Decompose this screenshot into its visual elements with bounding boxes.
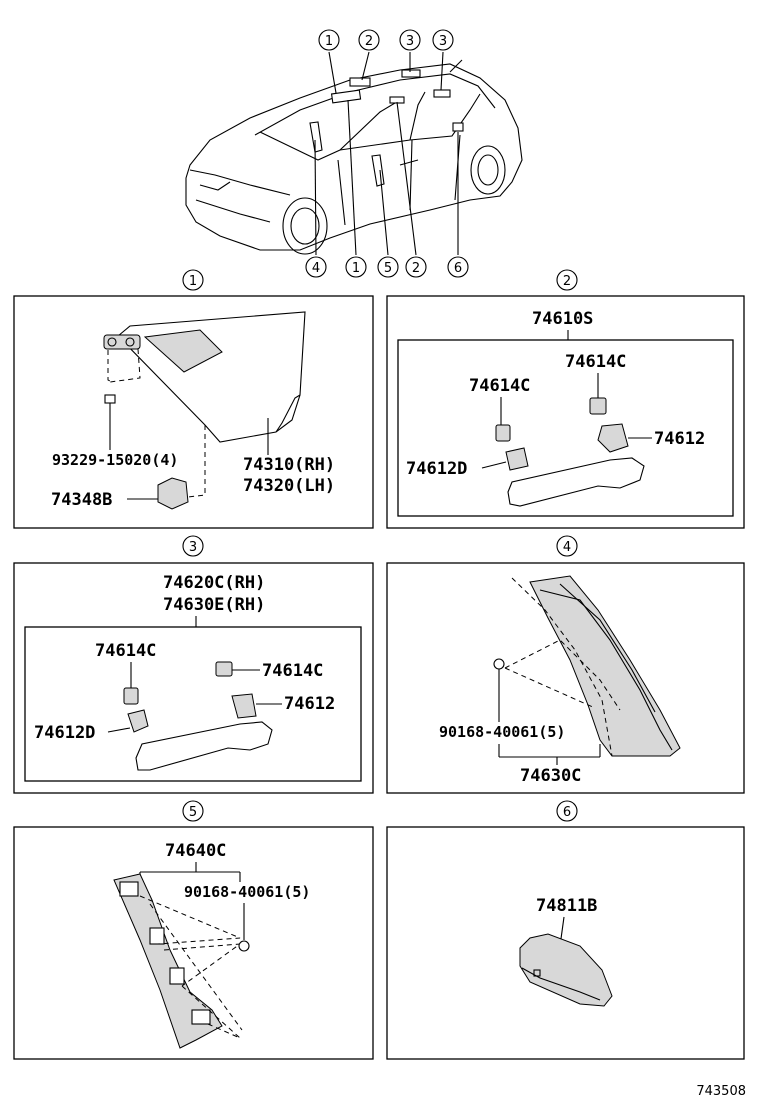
part-number-74630c: 74630C	[520, 766, 581, 786]
clip-left	[495, 424, 511, 442]
callout-label: 2	[365, 34, 373, 49]
overview-callout-bottom-1: 4	[305, 256, 327, 278]
overview-callout-top-3: 3	[399, 29, 421, 51]
garnish-clip	[169, 967, 185, 985]
cover-part	[519, 933, 613, 1007]
sun-visor-part	[117, 311, 306, 443]
diagram-reference-code: 743508	[696, 1084, 746, 1099]
panel-number-circle	[182, 535, 204, 557]
panel-number-circle	[556, 535, 578, 557]
part-number-74320: 74320(LH)	[243, 476, 335, 496]
panel-2-assist-grip: 2 74610S 74614C 74614C 74612 74612D	[386, 269, 745, 529]
assist-grip-part	[135, 721, 273, 771]
assembly-number-74620c: 74620C(RH)	[163, 573, 265, 593]
part-number-74614c-right: 74614C	[565, 352, 626, 372]
part-number-74640c: 74640C	[165, 841, 226, 861]
visor-clip	[103, 334, 141, 350]
clip-left	[123, 687, 139, 705]
part-number-74612: 74612	[654, 429, 705, 449]
panel-number-circle	[182, 269, 204, 291]
panel-number: 5	[189, 805, 197, 820]
overview-callout-bottom-5: 6	[447, 256, 469, 278]
panel-frame	[13, 826, 374, 1060]
part-number-74612d: 74612D	[34, 723, 95, 743]
callout-label: 3	[439, 34, 447, 49]
overview-leader-lines	[314, 51, 459, 256]
overview-callout-bottom-4: 2	[405, 256, 427, 278]
pillar-garnish-part	[529, 575, 681, 757]
panel-number: 3	[189, 540, 197, 555]
callout-label: 4	[312, 261, 320, 276]
cap-left	[505, 447, 529, 471]
part-number-74612d: 74612D	[406, 459, 467, 479]
part-number-74614c-left: 74614C	[95, 641, 156, 661]
overview-callout-bottom-2: 1	[345, 256, 367, 278]
callout-label: 6	[454, 261, 462, 276]
cap-right	[597, 423, 629, 453]
overview-callout-bottom-3: 5	[377, 256, 399, 278]
garnish-clip	[191, 1009, 211, 1025]
cap-right	[231, 693, 257, 719]
panel-6-cover: 6 74811B	[386, 800, 745, 1060]
assist-grip-part	[507, 457, 645, 507]
part-number-90168-40061: 90168-40061(5)	[184, 883, 310, 901]
garnish-clip	[149, 927, 165, 945]
panel-frame	[386, 562, 745, 794]
callout-label: 2	[412, 261, 420, 276]
panel-number-circle	[556, 269, 578, 291]
part-number-74612: 74612	[284, 694, 335, 714]
callout-label: 5	[384, 261, 392, 276]
garnish-clip	[119, 881, 139, 897]
panel-frame	[13, 562, 374, 794]
part-number-74348b: 74348B	[51, 490, 112, 510]
overview-callout-top-1: 1	[318, 29, 340, 51]
overview-callout-top-2: 2	[358, 29, 380, 51]
panel-5-pillar-garnish: 5 74640C 90168-40061(5)	[13, 800, 374, 1060]
panel-3-assist-grip-rh: 3 74620C(RH) 74630E(RH) 74614C 74614C 74…	[13, 535, 374, 794]
panel-number-circle	[182, 800, 204, 822]
visor-holder-part	[157, 477, 189, 510]
panel-1-sun-visor: 1 93229-15020(4) 74310(RH) 74320(LH) 743…	[13, 269, 374, 529]
callout-label: 1	[352, 261, 360, 276]
panel-number: 4	[563, 540, 571, 555]
assembly-frame	[397, 339, 734, 517]
part-number-74310: 74310(RH)	[243, 455, 335, 475]
cap-left	[127, 709, 149, 733]
panel-4-pillar-garnish: 4 90168-40061(5) 74630C	[386, 535, 745, 794]
clip-right	[589, 397, 607, 415]
panel-frame	[386, 295, 745, 529]
part-number-90168-40061: 90168-40061(5)	[439, 723, 565, 741]
assembly-number-74610s: 74610S	[532, 309, 593, 329]
panel-number: 1	[189, 274, 197, 289]
panel-frame	[386, 826, 745, 1060]
panel-number: 2	[563, 274, 571, 289]
clip-part	[493, 658, 505, 670]
panel-frame	[13, 295, 374, 529]
part-number-93229-15020: 93229-15020(4)	[52, 451, 178, 469]
part-number-74614c-left: 74614C	[469, 376, 530, 396]
screw-part	[104, 394, 116, 404]
overview-callout-top-4: 3	[432, 29, 454, 51]
assembly-frame	[24, 626, 362, 782]
panel-number: 6	[563, 805, 571, 820]
callout-label: 3	[406, 34, 414, 49]
part-number-74811b: 74811B	[536, 896, 597, 916]
clip-right	[215, 661, 233, 677]
panel-number-circle	[556, 800, 578, 822]
assembly-number-74630e: 74630E(RH)	[163, 595, 265, 615]
part-number-74614c-right: 74614C	[262, 661, 323, 681]
clip-part	[238, 940, 250, 952]
callout-label: 1	[325, 34, 333, 49]
